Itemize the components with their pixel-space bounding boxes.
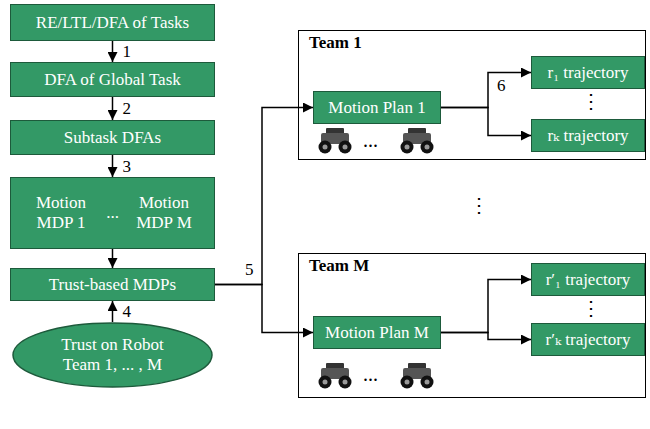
ellipsis-mark: ⋮ [580, 298, 602, 318]
team-heading: Team M [299, 254, 379, 278]
flow-arrow [441, 280, 531, 333]
flow-arrow [112, 301, 114, 322]
ellipsis-mark: ... [362, 364, 379, 384]
box-text: DFA of Global Task [44, 70, 181, 90]
mdp-box: Motion MDP 1... Motion MDP M [10, 177, 215, 249]
trajectory-box: r′₁ trajectory [531, 263, 645, 296]
process-box: Subtask DFAs [10, 120, 215, 155]
step-number: 2 [122, 100, 133, 117]
step-number: 1 [122, 43, 133, 60]
trajectory-box: rₖ trajectory [531, 119, 645, 152]
plan-box: Motion Plan M [313, 316, 441, 349]
box-text: ... [106, 203, 119, 223]
trust-ellipse: Trust on Robot Team 1, ... , M [12, 322, 213, 388]
process-box: DFA of Global Task [10, 62, 215, 97]
box-text: Trust-based MDPs [49, 275, 176, 295]
flow-arrow [441, 108, 531, 136]
step-number: 4 [122, 303, 133, 320]
box-text: r′ₖ trajectory [546, 330, 631, 350]
box-text: r′₁ trajectory [546, 270, 631, 290]
flow-arrow [112, 155, 114, 177]
trajectory-box: r′ₖ trajectory [531, 323, 645, 356]
box-text: RE/LTL/DFA of Tasks [36, 13, 189, 33]
box-text: Motion Plan 1 [328, 98, 425, 118]
step-number: 3 [122, 158, 133, 175]
flow-arrow [112, 97, 114, 120]
input-box: RE/LTL/DFA of Tasks [10, 4, 215, 41]
box-text: Motion MDP M [124, 193, 204, 232]
box-text: rₖ trajectory [547, 126, 628, 146]
box-text: r₁ trajectory [548, 63, 629, 83]
step-number: 5 [244, 261, 255, 278]
box-text: Motion Plan M [325, 323, 429, 343]
step-number: 6 [496, 77, 507, 94]
robot-icon [319, 128, 352, 154]
flow-arrow [112, 41, 114, 62]
ellipsis-mark: ⋮ [468, 195, 490, 215]
team-box: Team M Motion Plan M r′₁ trajectory r′ₖ tra… [298, 253, 646, 398]
flow-arrow [441, 333, 531, 340]
robot-icon [401, 363, 434, 389]
plan-box: Motion Plan 1 [313, 91, 441, 124]
robot-icon [319, 363, 352, 389]
ellipsis-mark: ... [362, 130, 379, 150]
ellipsis-mark: ⋮ [580, 91, 602, 111]
process-box: Trust-based MDPs [10, 268, 215, 301]
team-heading: Team 1 [299, 31, 372, 55]
trajectory-box: r₁ trajectory [531, 56, 645, 89]
box-text: Trust on Robot Team 1, ... , M [42, 335, 183, 374]
flow-arrow [441, 73, 531, 108]
box-text: Subtask DFAs [64, 128, 161, 148]
flow-arrow [112, 249, 114, 268]
box-text: Motion MDP 1 [21, 193, 101, 232]
robot-icon [401, 128, 434, 154]
